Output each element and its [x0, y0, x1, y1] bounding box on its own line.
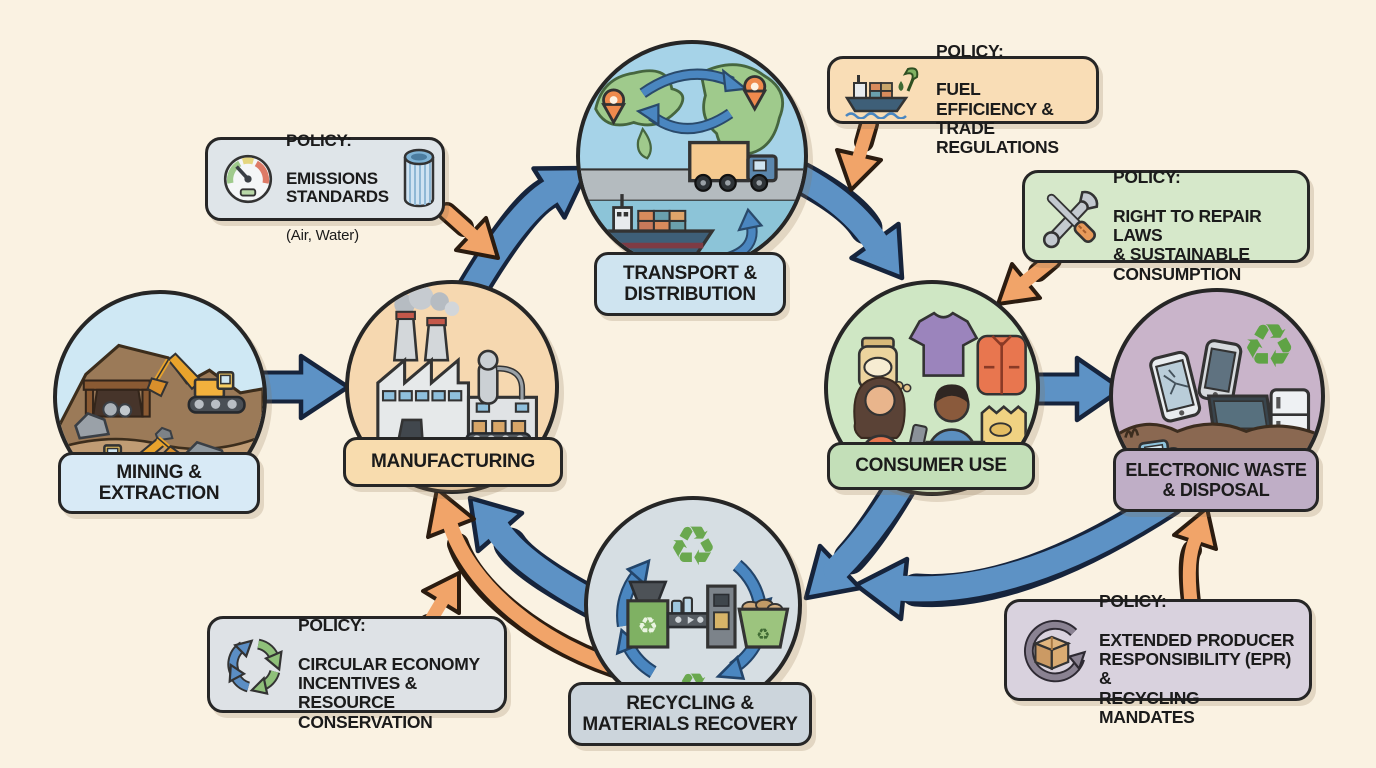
arrow-manufacturing-to-transport: [449, 165, 591, 317]
box-cycle-icon: [1019, 615, 1089, 685]
label-transport: TRANSPORT & DISTRIBUTION: [594, 252, 786, 316]
label-manufacturing: MANUFACTURING: [343, 437, 563, 487]
arrow-policy-epr: [1172, 506, 1218, 612]
cracked-phone-icon: [1149, 350, 1202, 423]
arrow-policy-emissions: [437, 202, 500, 260]
label-consumer: CONSUMER USE: [827, 442, 1035, 490]
tools-icon: [1037, 184, 1103, 250]
policy-title: POLICY:: [1099, 591, 1167, 612]
trade-route-arrows-icon: [635, 68, 749, 135]
policy-text: POLICY: FUEL EFFICIENCY & TRADE REGULATI…: [936, 23, 1084, 158]
policy-body: CIRCULAR ECONOMY INCENTIVES & RESOURCE C…: [298, 653, 480, 732]
arrow-policy-fuel: [835, 114, 883, 192]
arrow-policy-repair: [996, 250, 1062, 306]
label-recycling: RECYCLING & MATERIALS RECOVERY: [568, 682, 812, 746]
arrow-recycling-to-manufacturing-orange: [426, 487, 641, 683]
label-mining: MINING & EXTRACTION: [58, 452, 260, 514]
sorting-machine-icon: ♻ ♻: [626, 580, 790, 649]
policy-body: EMISSIONS STANDARDS: [286, 168, 389, 207]
policy-text: POLICY: RIGHT TO REPAIR LAWS & SUSTAINAB…: [1113, 149, 1295, 284]
policy-text: POLICY: EMISSIONS STANDARDS (Air, Water): [286, 114, 389, 245]
globe-logistics-illustration: [580, 63, 804, 268]
recycling-illustration: ♻ ♻ ♻: [615, 516, 790, 710]
label-ewaste: ELECTRONIC WASTE & DISPOSAL: [1113, 448, 1319, 512]
jar-icon: [857, 336, 912, 393]
policy-box-circular: POLICY: CIRCULAR ECONOMY INCENTIVES & RE…: [207, 616, 507, 731]
map-pin-icon: [742, 75, 768, 112]
phone-icon: [1197, 339, 1243, 404]
svg-text:♻: ♻: [756, 627, 770, 644]
node-transport-circle: [576, 40, 808, 272]
policy-title: POLICY:: [286, 131, 352, 151]
arrow-consumer-to-recycling: [803, 465, 920, 601]
filter-icon: [399, 147, 439, 211]
circular-arrows-icon: [222, 632, 288, 698]
ship-fuel-icon: [842, 61, 926, 119]
policy-box-repair: POLICY: RIGHT TO REPAIR LAWS & SUSTAINAB…: [1022, 168, 1310, 283]
arrow-transport-to-consumer: [773, 155, 905, 281]
policy-note: (Air, Water): [286, 226, 359, 244]
policy-box-epr: POLICY: EXTENDED PRODUCER RESPONSIBILITY…: [1004, 592, 1312, 726]
recycle-icon: ♻: [1242, 312, 1296, 380]
arrow-ewaste-to-recycling: [853, 483, 1187, 622]
policy-box-fuel: POLICY: FUEL EFFICIENCY & TRADE REGULATI…: [827, 41, 1099, 157]
policy-body: RIGHT TO REPAIR LAWS & SUSTAINABLE CONSU…: [1113, 205, 1262, 284]
policy-title: POLICY:: [936, 40, 1004, 61]
recycle-icon: ♻: [669, 516, 718, 577]
jacket-icon: [976, 334, 1027, 396]
policy-text: POLICY: CIRCULAR ECONOMY INCENTIVES & RE…: [298, 597, 492, 732]
policy-title: POLICY:: [1113, 167, 1181, 188]
map-pin-icon: [601, 88, 627, 126]
policy-body: FUEL EFFICIENCY & TRADE REGULATIONS: [936, 79, 1059, 158]
truck-icon: [688, 140, 778, 192]
policy-text: POLICY: EXTENDED PRODUCER RESPONSIBILITY…: [1099, 573, 1297, 727]
svg-text:♻: ♻: [637, 612, 658, 638]
policy-title: POLICY:: [298, 615, 366, 636]
gauge-icon: [220, 151, 276, 207]
policy-body: EXTENDED PRODUCER RESPONSIBILITY (EPR) &…: [1099, 629, 1295, 727]
policy-box-emissions: POLICY: EMISSIONS STANDARDS (Air, Water): [205, 131, 445, 243]
excavator-icon: [146, 352, 246, 414]
tshirt-icon: [908, 311, 979, 377]
